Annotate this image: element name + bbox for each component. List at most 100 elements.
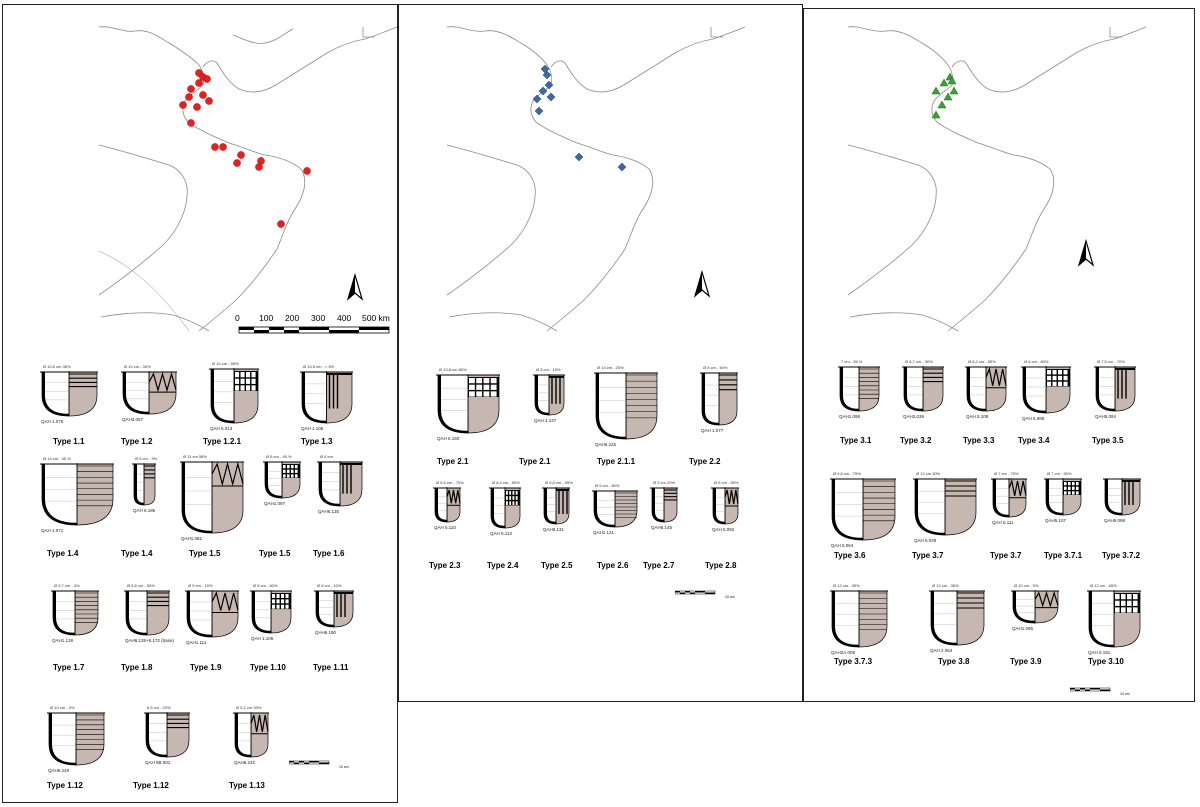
sherd-dimension: Ø 8,4 cm - 50% bbox=[492, 480, 520, 485]
circle-marker bbox=[195, 79, 203, 87]
sherd-id: QAH 6.195 bbox=[133, 508, 156, 513]
circle-marker bbox=[255, 163, 263, 171]
sherd-drawing bbox=[250, 590, 292, 634]
sherd-drawing bbox=[830, 590, 888, 648]
mini-scale-label: 10 cm bbox=[339, 765, 349, 769]
circle-marker bbox=[193, 103, 201, 111]
sherd-drawing bbox=[144, 712, 190, 758]
type-label: Type 1.8 bbox=[121, 663, 153, 672]
sherd-id: QAH6.135 bbox=[318, 509, 340, 514]
sherd-drawing bbox=[314, 590, 354, 628]
type-label: Type 1.5 bbox=[259, 549, 291, 558]
sherd-dimension: Ø 5 cm - 15% bbox=[536, 367, 561, 372]
type-label: Type 2.5 bbox=[541, 561, 573, 570]
sherd-dimension: Ø 10 cm - 5% bbox=[50, 705, 75, 710]
sherd-id: QAH1.097 bbox=[264, 501, 286, 506]
type-label: Type 3.7.1 bbox=[1044, 551, 1083, 560]
map-type-3 bbox=[847, 26, 1147, 332]
sherd-dimension: Ø 6,8 cm - 50% bbox=[127, 583, 155, 588]
sherd-dimension: Ø 9,7 cm - 3% bbox=[54, 583, 80, 588]
coastline bbox=[847, 26, 1147, 332]
scale-bar-icon bbox=[238, 326, 390, 334]
coastline bbox=[98, 26, 398, 332]
type-1-markers bbox=[179, 69, 311, 228]
mini-scale-bar-icon bbox=[1070, 687, 1111, 692]
sherd-dimension: Ø 6,7 cm - 30% bbox=[905, 359, 933, 364]
type-label: Type 2.3 bbox=[429, 561, 461, 570]
circle-marker bbox=[199, 91, 207, 99]
type-label: Type 2.1.1 bbox=[597, 457, 636, 466]
sherd-dimension: Ø 6 cm - 55% bbox=[714, 480, 739, 485]
sherd-drawing bbox=[929, 590, 985, 646]
scale-tick: 500 km bbox=[362, 313, 390, 323]
sherd-dimension: Ø 9 cm - 15% bbox=[188, 583, 213, 588]
sherd-drawing bbox=[913, 478, 977, 536]
sherd-drawing bbox=[838, 366, 880, 412]
sherd-dimension: Ø 6,5 cm - 75% bbox=[436, 480, 464, 485]
type-label: Type 1.4 bbox=[47, 549, 79, 558]
type-label: Type 1.3 bbox=[301, 437, 333, 446]
sherd-drawing bbox=[830, 478, 896, 541]
type-2-markers bbox=[532, 64, 627, 172]
sherd-id: QAH6.248 bbox=[48, 768, 70, 773]
type-label: Type 1.12 bbox=[47, 781, 83, 790]
sherd-dimension: 7 cm - 35 % bbox=[841, 359, 863, 364]
sherd-drawing bbox=[1103, 478, 1141, 516]
diamond-marker bbox=[532, 94, 542, 104]
triangle-marker bbox=[939, 78, 949, 87]
sherd-id: QAH 1.105 bbox=[301, 426, 324, 431]
sherd-dimension: Ø 10 cm - 5% bbox=[1014, 583, 1039, 588]
sherd-drawing bbox=[1021, 366, 1071, 414]
north-arrow-icon bbox=[346, 272, 364, 301]
circle-marker bbox=[179, 101, 187, 109]
sherd-id: QAH 6.191 bbox=[1088, 650, 1111, 655]
sherd-dimension: Ø 14 cm - 25% bbox=[597, 365, 624, 370]
type-label: Type 3.7 bbox=[990, 551, 1022, 560]
triangle-marker bbox=[943, 92, 953, 101]
type-label: Type 1.12 bbox=[133, 781, 169, 790]
sherd-drawing bbox=[991, 478, 1027, 518]
type-label: Type 2.1 bbox=[519, 457, 551, 466]
scale-tick: 0 bbox=[235, 313, 240, 323]
type-label: Type 1.6 bbox=[313, 549, 345, 558]
sherd-id: QAH 5.108 bbox=[966, 414, 989, 419]
diamond-marker bbox=[546, 92, 556, 102]
coastline bbox=[446, 26, 746, 332]
type-label: Type 3.10 bbox=[1088, 657, 1124, 666]
sherd-id: QAH 5.092 bbox=[712, 527, 735, 532]
type-label: Type 3.7.2 bbox=[1102, 551, 1141, 560]
circle-marker bbox=[187, 119, 195, 127]
circle-marker bbox=[185, 93, 193, 101]
mini-scale-label: 10 cm bbox=[725, 595, 735, 599]
sherd-dimension: Ø 9 cm - 80% bbox=[595, 483, 620, 488]
type-label: Type 1.9 bbox=[190, 663, 222, 672]
sherd-dimension: Ø 8 cm - 50% bbox=[703, 365, 728, 370]
sherd-dimension: Ø 5,2 cm 30% bbox=[236, 705, 262, 710]
type-label: Type 1.2.1 bbox=[203, 437, 242, 446]
sherd-dimension: 6,5 cm - 20% bbox=[147, 705, 171, 710]
sherd-dimension: Ø 8 cm bbox=[320, 454, 333, 459]
type-label: Type 3.4 bbox=[1018, 436, 1050, 445]
mini-scale-bar-icon bbox=[289, 760, 330, 765]
sherd-drawing bbox=[40, 463, 114, 526]
sherd-drawing bbox=[700, 372, 738, 426]
sherd-drawing bbox=[650, 487, 678, 523]
map-type-2 bbox=[446, 26, 746, 332]
sherd-dimension: Ø 8 cm - 45 % bbox=[266, 454, 292, 459]
sherd-drawing bbox=[1044, 478, 1082, 516]
circle-marker bbox=[237, 151, 245, 159]
triangle-marker bbox=[937, 100, 947, 109]
triangle-marker bbox=[931, 86, 941, 95]
type-3-markers bbox=[931, 72, 959, 119]
sherd-dimension: Ø 8 cm - 50% bbox=[253, 583, 278, 588]
sherd-drawing bbox=[300, 371, 353, 424]
sherd-id: QAH 1.137 bbox=[534, 418, 557, 423]
sherd-dimension: Ø 12 cm - 65% bbox=[1090, 583, 1117, 588]
sherd-id: QAH2A.008 bbox=[831, 650, 856, 655]
sherd-id: QAH5.094 bbox=[1095, 414, 1117, 419]
sherd-id: QAH 6.013 bbox=[210, 426, 233, 431]
sherd-dimension: Ø 10,6 cm 35% bbox=[43, 364, 71, 369]
sherd-drawing bbox=[489, 487, 521, 529]
sherd-drawing bbox=[1087, 590, 1141, 648]
sherd-drawing bbox=[1094, 366, 1136, 412]
